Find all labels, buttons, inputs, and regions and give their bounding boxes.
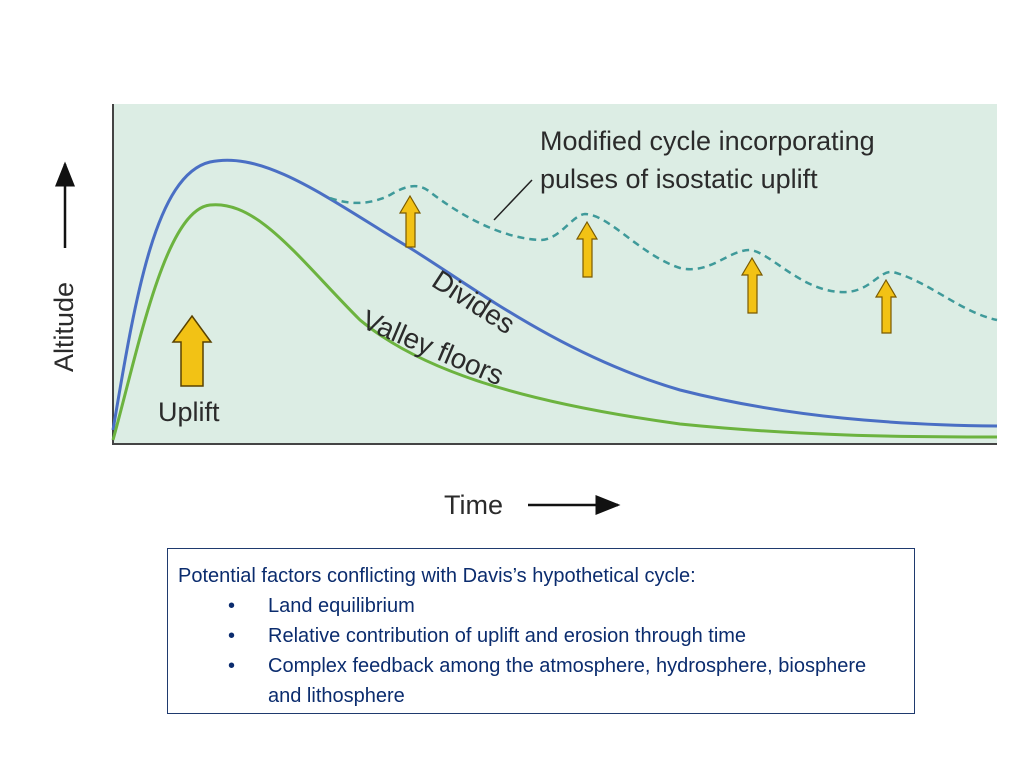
valley-floors-curve: [111, 203, 998, 441]
divides-curve: [111, 158, 998, 431]
isostatic-arrow-2: [575, 220, 599, 278]
label-leader-line: [493, 179, 533, 221]
modified-cycle-label-line1: Modified cycle incorporating: [540, 126, 875, 156]
modified-cycle-label-line2: pulses of isostatic uplift: [540, 164, 818, 194]
isostatic-arrow-1: [398, 194, 422, 248]
list-item-text: Land equilibrium: [268, 595, 415, 617]
info-heading: Potential factors conflicting with Davis…: [178, 565, 696, 587]
x-axis-label: Time: [444, 490, 503, 520]
factor-list: • Land equilibrium • Relative contributi…: [178, 591, 904, 711]
plot-panel: [113, 104, 997, 444]
isostatic-arrow-4: [874, 278, 898, 334]
davis-cycle-diagram: Uplift Divides Valley floors Modified cy…: [49, 104, 998, 520]
list-item-text: Relative contribution of uplift and eros…: [268, 625, 747, 647]
bullet-icon: •: [228, 655, 236, 677]
modified-cycle-curve: [329, 184, 998, 322]
y-axis-label: Altitude: [49, 282, 79, 372]
list-item: • Complex feedback among the atmosphere,…: [178, 651, 904, 711]
info-box: Potential factors conflicting with Davis…: [167, 548, 915, 714]
isostatic-arrow-3: [740, 256, 764, 314]
list-item-text: Complex feedback among the atmosphere, h…: [268, 655, 867, 707]
uplift-arrow-icon: [171, 314, 213, 387]
list-item: • Relative contribution of uplift and er…: [178, 621, 904, 651]
list-item: • Land equilibrium: [178, 591, 904, 621]
bullet-icon: •: [228, 625, 236, 647]
bullet-icon: •: [228, 595, 236, 617]
uplift-label: Uplift: [158, 397, 220, 427]
